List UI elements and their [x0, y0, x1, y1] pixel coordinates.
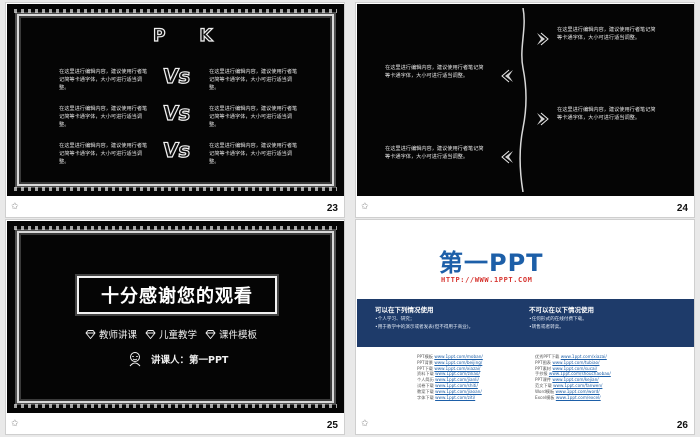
tag-row: 教师讲课 儿童教学 课件模板 [85, 327, 257, 341]
link-item[interactable]: PPT模板 www.1ppt.com/moban/ [417, 354, 483, 359]
link-item[interactable]: PPT下载 www.1ppt.com/xiazai/ [417, 365, 481, 371]
pk-title: P K [152, 25, 227, 46]
text-placeholder: 在这里进行编辑内容，建议使用行者笔记简等卡通字体，大小可进行适当调整。 [557, 107, 656, 121]
tag-item: 儿童教学 [145, 327, 197, 341]
slide-thumbnail-25[interactable]: 十分感谢您的观看 教师讲课 儿童教学 课件模板 讲课人：第一PPT [5, 219, 345, 435]
link-item[interactable]: 优秀PPT下载 www.1ppt.com/xiazai/ [535, 354, 607, 359]
link-list-left: PPT模板 www.1ppt.com/moban/ PPT背景 www.1ppt… [417, 354, 483, 400]
text-placeholder: 在这里进行编辑内容，建议使用行者笔记简等卡通字体，大小可进行适当调整。 [385, 65, 484, 79]
text-placeholder: 在这里进行编辑内容，建议使用行者笔记简等卡通字体，大小可进行适当调整。 [209, 106, 298, 128]
chevron-right-icon [537, 32, 549, 46]
star-icon[interactable]: ✩ [361, 202, 369, 212]
slide-number: 24 [676, 203, 688, 214]
slide-preview-25: 十分感谢您的观看 教师讲课 儿童教学 课件模板 讲课人：第一PPT [7, 221, 344, 413]
slide-preview-23: P K Vs Vs Vs 在这里进行编辑内容，建议使用行者笔记简等卡通字体，大小… [7, 4, 344, 196]
slide-thumbnail-23[interactable]: P K Vs Vs Vs 在这里进行编辑内容，建议使用行者笔记简等卡通字体，大小… [5, 2, 345, 218]
star-icon[interactable]: ✩ [11, 202, 19, 212]
link-item[interactable]: PPT素材 www.1ppt.com/sucai/ [535, 365, 598, 371]
tag-label: 课件模板 [219, 330, 258, 341]
wavy-divider [519, 8, 527, 192]
chalk-frame [14, 226, 337, 408]
chalk-frame [14, 9, 337, 191]
link-item[interactable]: 个人简历 www.1ppt.com/jianli/ [417, 377, 479, 383]
tag-label: 教师讲课 [99, 330, 138, 341]
link-list-right: 优秀PPT下载 www.1ppt.com/xiazai/ PPT图表 www.1… [535, 354, 611, 400]
tag-item: 课件模板 [205, 327, 257, 341]
link-item[interactable]: 字体下载 www.1ppt.com/ziti/ [417, 394, 476, 400]
link-item[interactable]: 手抄报 www.1ppt.com/shouchaobao/ [535, 371, 611, 377]
teacher-avatar-icon [129, 352, 141, 367]
link-item[interactable]: 教案下载 www.1ppt.com/jiaoan/ [417, 388, 482, 394]
text-placeholder: 在这里进行编辑内容，建议使用行者笔记简等卡通字体，大小可进行适当调整。 [385, 146, 484, 160]
slide-preview-24: 在这里进行编辑内容，建议使用行者笔记简等卡通字体，大小可进行适当调整。 在这里进… [357, 4, 694, 196]
cannot-use-line: •转售或者转卖。 [529, 325, 564, 330]
slide-number: 25 [326, 420, 338, 431]
diamond-icon [85, 329, 96, 339]
slide-thumbnail-26[interactable]: 第一PPT HTTP://WWW.1PPT.COM 可以在下列情况使用 •个人学… [355, 219, 695, 435]
star-icon[interactable]: ✩ [361, 419, 369, 429]
text-placeholder: 在这里进行编辑内容，建议使用行者笔记简等卡通字体，大小可进行适当调整。 [59, 69, 148, 91]
link-item[interactable]: PPT图表 www.1ppt.com/tubiao/ [535, 359, 600, 365]
text-placeholder: 在这里进行编辑内容，建议使用行者笔记简等卡通字体，大小可进行适当调整。 [59, 143, 148, 165]
link-item[interactable]: 试卷下载 www.1ppt.com/shiti/ [417, 382, 478, 388]
chevron-left-icon [501, 150, 513, 164]
link-item[interactable]: 范文下载 www.1ppt.com/fanwen/ [535, 382, 603, 388]
text-placeholder: 在这里进行编辑内容，建议使用行者笔记简等卡通字体，大小可进行适当调整。 [209, 69, 298, 91]
cannot-use-line: •任何形式的在线付费下载。 [529, 317, 587, 322]
can-use-line: •用于教学中的演示或者发表(但不得用于商业)。 [375, 325, 474, 330]
chevron-left-icon [501, 69, 513, 83]
slide-number: 26 [676, 420, 688, 431]
tag-label: 儿童教学 [159, 330, 198, 341]
link-item[interactable]: 资料下载 www.1ppt.com/ziliao/ [417, 371, 480, 377]
diamond-icon [205, 329, 216, 339]
chevron-right-icon [537, 112, 549, 126]
thanks-title: 十分感谢您的观看 [101, 286, 253, 307]
link-item[interactable]: Excel模板 www.1ppt.com/excel/ [535, 394, 601, 400]
vs-label: Vs [161, 137, 192, 162]
diamond-icon [145, 329, 156, 339]
vs-label: Vs [161, 63, 192, 88]
slide-preview-26: 第一PPT HTTP://WWW.1PPT.COM 可以在下列情况使用 •个人学… [357, 221, 694, 413]
can-use-title: 可以在下列情况使用 [375, 306, 434, 314]
cannot-use-title: 不可以在以下情况使用 [529, 306, 594, 314]
text-placeholder: 在这里进行编辑内容，建议使用行者笔记简等卡通字体，大小可进行适当调整。 [557, 27, 656, 41]
can-use-line: •个人学习、研究； [375, 317, 415, 322]
link-item[interactable]: PPT课件 www.1ppt.com/kejian/ [535, 377, 599, 383]
star-icon[interactable]: ✩ [11, 419, 19, 429]
slide-thumbnail-24[interactable]: 在这里进行编辑内容，建议使用行者笔记简等卡通字体，大小可进行适当调整。 在这里进… [355, 2, 695, 218]
brand-url: HTTP://WWW.1PPT.COM [441, 276, 533, 284]
text-placeholder: 在这里进行编辑内容，建议使用行者笔记简等卡通字体，大小可进行适当调整。 [59, 106, 148, 128]
thanks-box: 十分感谢您的观看 [77, 276, 277, 314]
brand-logo: 第一PPT [439, 243, 619, 277]
usage-band: 可以在下列情况使用 •个人学习、研究； •用于教学中的演示或者发表(但不得用于商… [357, 299, 694, 347]
slide-number: 23 [326, 203, 338, 214]
logo-text: 第一PPT [439, 249, 544, 277]
vs-label: Vs [161, 100, 192, 125]
link-item[interactable]: Word模板 www.1ppt.com/word/ [535, 388, 600, 394]
tag-item: 教师讲课 [85, 327, 137, 341]
speaker-label: 讲课人：第一PPT [151, 355, 229, 366]
text-placeholder: 在这里进行编辑内容，建议使用行者笔记简等卡通字体，大小可进行适当调整。 [209, 143, 298, 165]
link-item[interactable]: PPT背景 www.1ppt.com/beijing/ [417, 359, 483, 365]
speaker-row: 讲课人：第一PPT [127, 351, 228, 367]
